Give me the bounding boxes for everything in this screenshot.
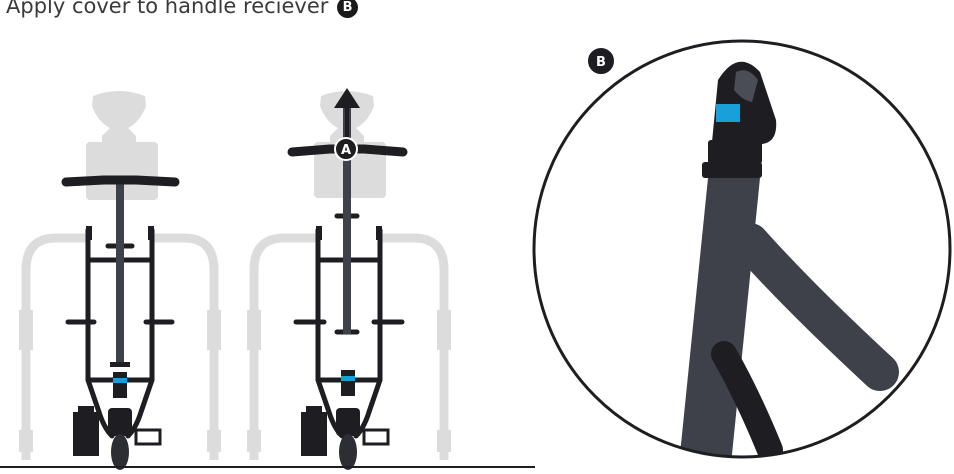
blue-tag <box>716 104 740 122</box>
detail-view: B <box>534 41 950 474</box>
stander-before <box>19 91 221 470</box>
callout-b: B <box>587 47 615 75</box>
clamp-right-a <box>316 226 322 240</box>
post-left <box>110 180 130 367</box>
drive-base-right <box>301 370 388 470</box>
callout-b-label: B <box>596 55 606 70</box>
clamp-left-a <box>86 226 92 240</box>
drive-base-left <box>73 372 160 470</box>
callout-a-label: A <box>341 143 351 158</box>
clamp-right-b <box>376 226 382 240</box>
callout-a: A <box>335 138 357 160</box>
clamp-left-b <box>148 226 154 240</box>
handlebar-left <box>66 180 175 182</box>
stander-after: A <box>247 88 451 470</box>
